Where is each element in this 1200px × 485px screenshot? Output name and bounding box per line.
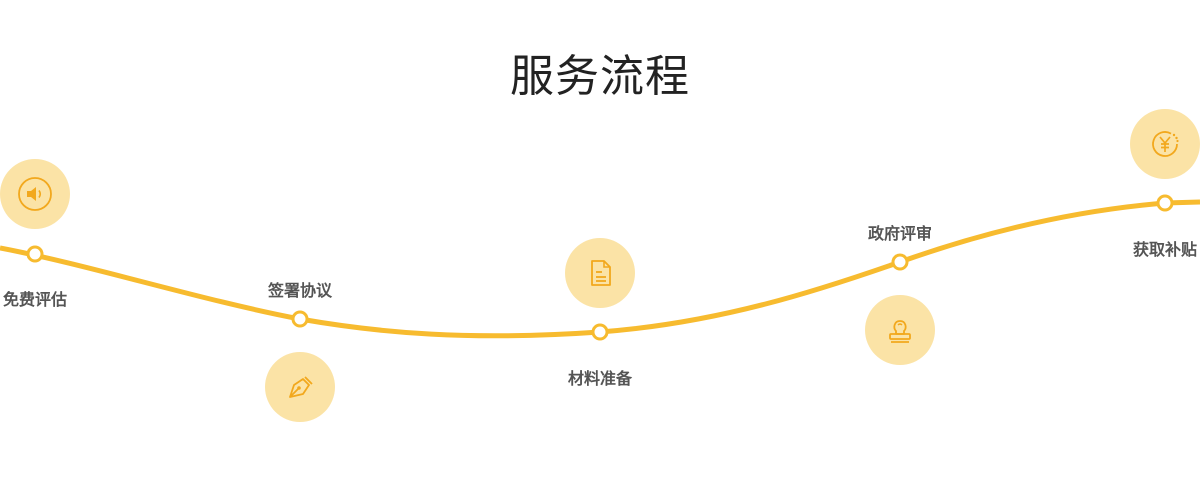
stamp-icon xyxy=(889,320,911,343)
step-node-5 xyxy=(1156,194,1174,212)
step-node-4 xyxy=(891,253,909,271)
yuan-coin-icon xyxy=(1152,131,1179,157)
step-node-2 xyxy=(291,310,309,328)
step-2-label: 签署协议 xyxy=(267,281,333,300)
step-2-icon-circle xyxy=(265,352,335,422)
pen-nib-icon xyxy=(289,376,313,398)
step-node-1 xyxy=(26,245,44,263)
speaker-icon xyxy=(18,177,52,211)
step-3-label: 材料准备 xyxy=(567,369,633,388)
step-5-label: 获取补贴 xyxy=(1132,240,1198,259)
step-node-3 xyxy=(591,323,609,341)
step-5-icon-circle xyxy=(1130,109,1200,179)
page-title: 服务流程 xyxy=(510,51,690,102)
step-4-label: 政府评审 xyxy=(867,224,933,243)
step-1-icon-circle xyxy=(0,159,70,229)
step-4-icon-circle xyxy=(865,295,935,365)
document-icon xyxy=(591,260,611,286)
step-3-icon-circle xyxy=(565,238,635,308)
step-1-label: 免费评估 xyxy=(2,290,68,309)
